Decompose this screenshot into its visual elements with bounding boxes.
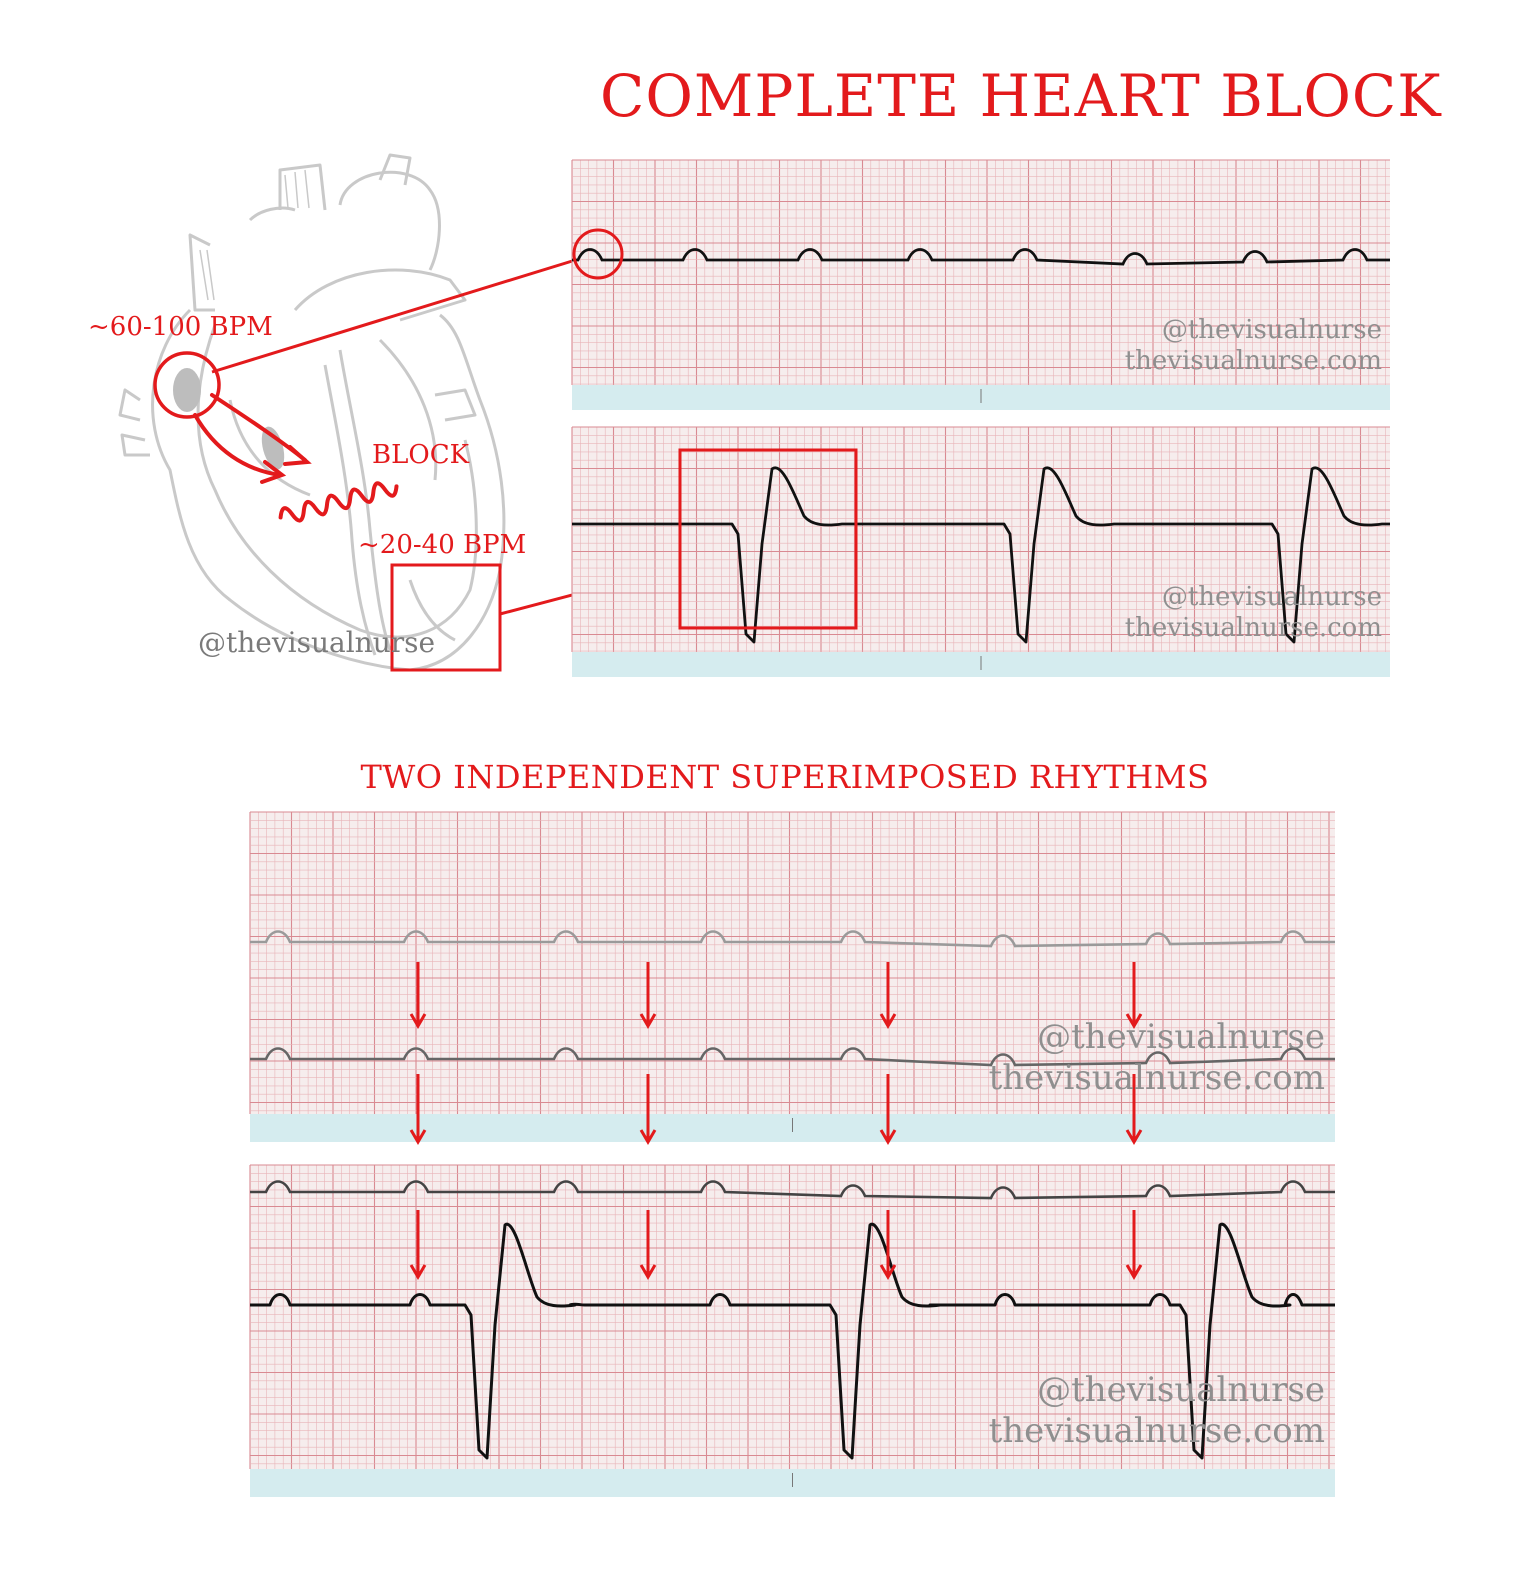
ecg-strip-comparison: @thevisualnurse thevisualnurse.com xyxy=(249,811,1335,1145)
comparison-strip-watermark: @thevisualnurse thevisualnurse.com xyxy=(989,1017,1325,1099)
ecg-grid xyxy=(249,811,1335,1114)
comparison-strip-svg xyxy=(249,811,1335,1145)
ventricular-qrs-trace xyxy=(572,466,1390,644)
hidden-p-wave-arrow xyxy=(639,1210,657,1280)
atrial-p-wave-trace xyxy=(572,248,1390,266)
ventricular-strip-svg xyxy=(571,426,1390,677)
watermark-handle: @thevisualnurse xyxy=(1037,1370,1325,1410)
atrial-strip-svg xyxy=(571,159,1390,410)
p-wave-highlight-circle xyxy=(572,228,624,280)
superimposed-trace xyxy=(250,1222,1335,1460)
page-title: COMPLETE HEART BLOCK xyxy=(600,62,1442,130)
ecg-grid xyxy=(571,159,1390,385)
watermark-handle: @thevisualnurse xyxy=(1161,315,1382,345)
superimposed-strip-svg xyxy=(249,1164,1335,1497)
ecg-strip-atrial: @thevisualnurse thevisualnurse.com xyxy=(571,159,1390,410)
sa-rate-label: ~60-100 BPM xyxy=(88,312,273,342)
ecg-paper xyxy=(250,812,1335,1142)
hidden-p-wave-arrow xyxy=(879,1074,897,1145)
ventricular-strip-watermark: @thevisualnurse thevisualnurse.com xyxy=(1125,582,1382,644)
ecg-grid xyxy=(571,426,1390,652)
qrs-highlight-box xyxy=(678,448,858,630)
hidden-p-wave-arrow xyxy=(409,962,427,1029)
section-subtitle: TWO INDEPENDENT SUPERIMPOSED RHYTHMS xyxy=(360,758,1210,796)
ecg-grid xyxy=(249,1164,1335,1469)
hidden-p-wave-arrow xyxy=(879,1210,897,1280)
hidden-p-wave-arrow xyxy=(1125,1210,1143,1280)
hidden-p-wave-arrow xyxy=(879,962,897,1029)
ecg-strip-superimposed: @thevisualnurse thevisualnurse.com xyxy=(249,1164,1335,1497)
watermark-handle: @thevisualnurse xyxy=(1037,1017,1325,1057)
hidden-p-wave-arrow xyxy=(639,962,657,1029)
block-label: BLOCK xyxy=(372,440,470,470)
atrial-trace-faded xyxy=(250,930,1335,948)
ecg-strip-ventricular: @thevisualnurse thevisualnurse.com xyxy=(571,426,1390,677)
superimposed-strip-watermark: @thevisualnurse thevisualnurse.com xyxy=(989,1370,1325,1452)
atrial-trace xyxy=(250,1047,1335,1067)
watermark-site: thevisualnurse.com xyxy=(988,1057,1325,1098)
heart-handle: @thevisualnurse xyxy=(198,626,436,659)
atrial-reference-trace xyxy=(250,1180,1335,1200)
hidden-p-wave-arrow xyxy=(1125,1074,1143,1145)
watermark-handle: @thevisualnurse xyxy=(1161,582,1382,612)
hidden-p-wave-arrow xyxy=(409,1074,427,1145)
ventricular-rate-label: ~20-40 BPM xyxy=(358,530,527,560)
hidden-p-wave-arrow xyxy=(409,1210,427,1280)
atrial-strip-watermark: @thevisualnurse thevisualnurse.com xyxy=(1125,315,1382,377)
watermark-site: thevisualnurse.com xyxy=(1124,346,1382,377)
hidden-p-wave-arrow xyxy=(1125,962,1143,1029)
hidden-p-wave-arrow xyxy=(639,1074,657,1145)
watermark-site: thevisualnurse.com xyxy=(988,1410,1325,1451)
watermark-site: thevisualnurse.com xyxy=(1124,613,1382,644)
